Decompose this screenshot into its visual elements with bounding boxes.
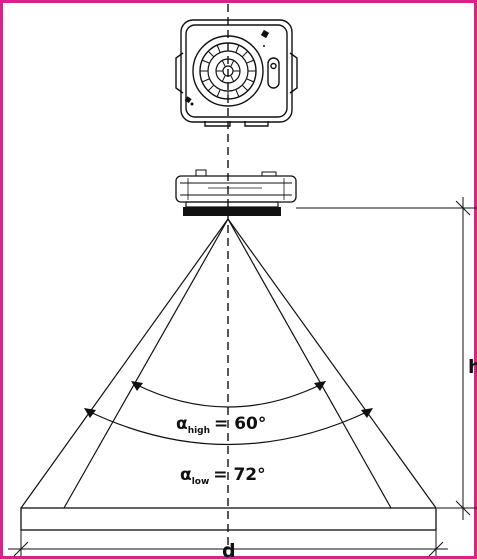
detection-cones	[20, 218, 437, 509]
sensor-side-view	[175, 169, 297, 203]
alpha-high-value: = 60°	[214, 414, 266, 434]
arc-low	[87, 410, 370, 446]
alpha-low-subscript: low	[192, 477, 210, 487]
alpha-low-symbol: α	[180, 465, 192, 485]
arrow-low-left	[84, 408, 96, 418]
sensor-top-icons	[184, 29, 270, 106]
angle-high-label: αhigh = 60°	[176, 414, 266, 436]
arc-high	[134, 383, 323, 408]
angle-arcs	[87, 383, 370, 446]
svg-text:αlow= 72°: αlow= 72°	[180, 465, 266, 487]
angle-low-label: αlow= 72°	[180, 465, 266, 487]
height-dimension	[296, 197, 477, 520]
diameter-label: d	[222, 540, 236, 559]
sensor-base-band	[183, 207, 281, 216]
arrow-high-left	[131, 381, 143, 391]
floor-slab	[20, 507, 437, 531]
height-label: h	[468, 356, 477, 378]
sensor-base-lower	[185, 201, 279, 208]
alpha-high-symbol: α	[176, 414, 188, 434]
diameter-dimension	[8, 530, 448, 557]
svg-text:αhigh= 60°: αhigh = 60°	[176, 414, 266, 436]
arrow-high-right	[314, 381, 326, 391]
alpha-low-value: = 72°	[213, 465, 265, 485]
arrow-low-right	[361, 408, 373, 418]
sensor-top-view	[175, 19, 298, 127]
alpha-high-subscript: high	[188, 426, 210, 436]
arrow-heads	[84, 381, 373, 418]
